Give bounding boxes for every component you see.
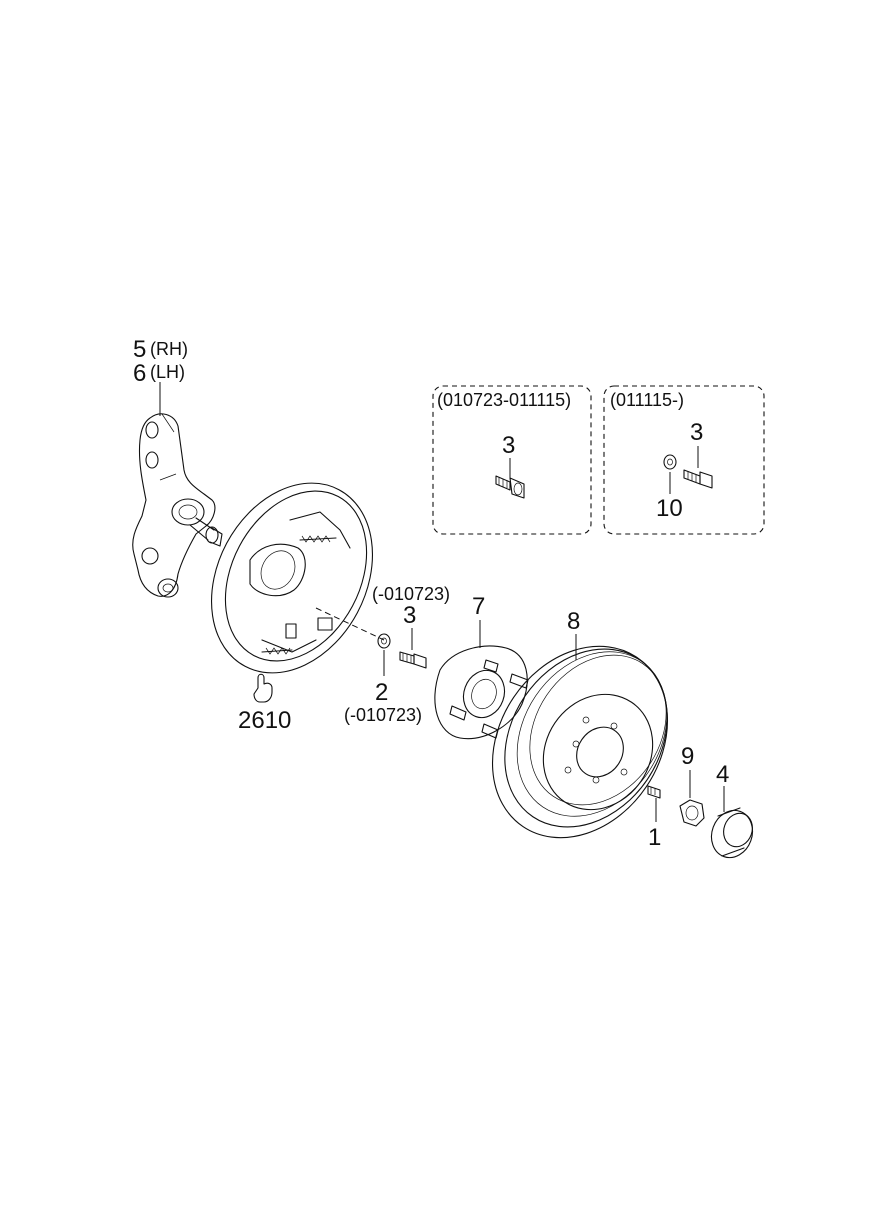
box1-label-3: 3 [502, 432, 515, 459]
label-1: 1 [648, 824, 661, 851]
label-2610: 2610 [238, 707, 291, 734]
label-7: 7 [472, 593, 485, 620]
hand-pointer-icon [253, 673, 273, 703]
hub-cap-4[interactable] [705, 805, 759, 864]
variant-box-011115 [603, 385, 765, 535]
brake-drum-8[interactable] [457, 613, 704, 872]
box1-bolt-3[interactable] [495, 475, 525, 499]
brake-backing-plate[interactable] [180, 455, 405, 701]
bolt-3[interactable] [399, 651, 427, 669]
nut-9[interactable] [679, 799, 705, 827]
axis-dash-line [315, 607, 385, 641]
washer-2[interactable] [377, 633, 391, 649]
box2-range-label: (011115-) [610, 390, 684, 410]
hub-7[interactable] [434, 645, 529, 740]
box2-label-10: 10 [656, 495, 683, 522]
label-range-bottom: (-010723) [344, 705, 422, 725]
label-6-lh: (LH) [150, 362, 185, 382]
box2-washer-10[interactable] [663, 454, 677, 470]
knuckle-part[interactable] [132, 413, 223, 598]
label-8: 8 [567, 608, 580, 635]
label-range-top: (-010723) [372, 584, 450, 604]
variant-box-010723-011115 [432, 385, 592, 535]
label-9: 9 [681, 743, 694, 770]
label-4: 4 [716, 761, 729, 788]
box1-range-label: (010723-011115) [437, 390, 571, 410]
label-2: 2 [375, 679, 388, 706]
box2-label-3: 3 [690, 419, 703, 446]
label-5: 5 [133, 336, 146, 363]
box2-bolt-3[interactable] [683, 469, 713, 489]
screw-1[interactable] [647, 785, 661, 799]
label-5-rh: (RH) [150, 339, 188, 359]
label-3: 3 [403, 602, 416, 629]
label-6: 6 [133, 360, 146, 387]
